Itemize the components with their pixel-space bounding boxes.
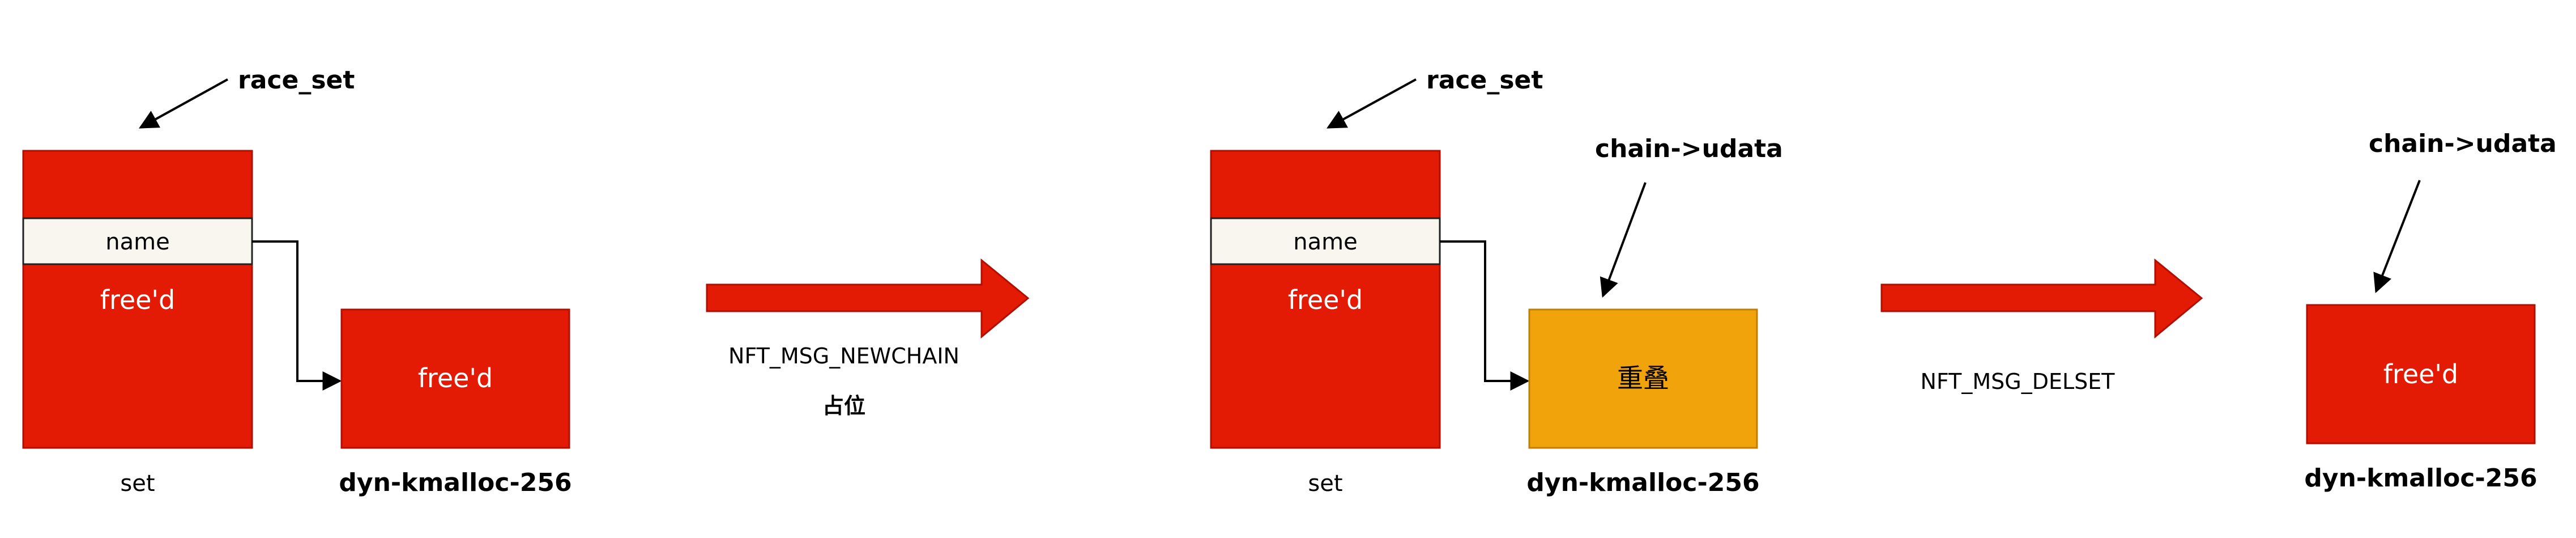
kmalloc-label-3: dyn-kmalloc-256 <box>2304 464 2537 493</box>
race-set-pointer-arrow-2 <box>1327 78 1417 129</box>
kmalloc-freed-label-3: free'd <box>2383 359 2459 389</box>
step-1-arrow <box>706 258 1030 339</box>
set-freed-label-2: free'd <box>1288 285 1363 315</box>
udata-label: chain->udata <box>1595 134 1783 163</box>
step-1-label: NFT_MSG_NEWCHAIN <box>728 344 959 368</box>
kmalloc-freed-label: free'd <box>418 363 493 393</box>
set-freed-label: free'd <box>100 285 176 315</box>
race-set-label: race_set <box>238 66 355 95</box>
set-label-2: set <box>1308 471 1342 497</box>
step-2-arrow <box>1880 258 2203 339</box>
udata-pointer-arrow <box>1600 182 1647 298</box>
step-2: NFT_MSG_DELSET <box>1880 258 2203 394</box>
race-set-pointer-arrow <box>139 78 228 129</box>
set-block <box>22 150 253 449</box>
name-field <box>22 217 253 265</box>
step-1-sublabel: 占位 <box>822 393 865 418</box>
step-2-label: NFT_MSG_DELSET <box>1921 369 2116 394</box>
set-block-2 <box>1210 150 1441 449</box>
overlap-label: 重叠 <box>1617 363 1669 393</box>
name-field-label-2: name <box>1293 229 1357 255</box>
kmalloc-block-3 <box>2306 304 2536 444</box>
set-label: set <box>120 471 155 497</box>
step-1: NFT_MSG_NEWCHAIN 占位 <box>706 258 1030 418</box>
name-field-label: name <box>105 229 169 255</box>
overlap-block <box>1528 308 1758 449</box>
race-set-label-2: race_set <box>1426 66 1543 95</box>
udata-label-3: chain->udata <box>2369 129 2557 158</box>
panel-2: race_set name free'd set chain->udata 重叠… <box>1210 66 1783 497</box>
kmalloc-block <box>340 308 570 449</box>
kmalloc-label-2: dyn-kmalloc-256 <box>1526 468 1759 497</box>
kmalloc-label: dyn-kmalloc-256 <box>339 468 572 497</box>
udata-pointer-arrow-3 <box>2373 180 2421 294</box>
name-pointer-connector <box>252 240 342 391</box>
panel-1: race_set name free'd set free'd dyn-kmal… <box>22 66 572 497</box>
panel-3: chain->udata free'd dyn-kmalloc-256 <box>2304 129 2556 493</box>
name-field-2 <box>1210 217 1441 265</box>
name-pointer-connector-2 <box>1440 240 1530 391</box>
